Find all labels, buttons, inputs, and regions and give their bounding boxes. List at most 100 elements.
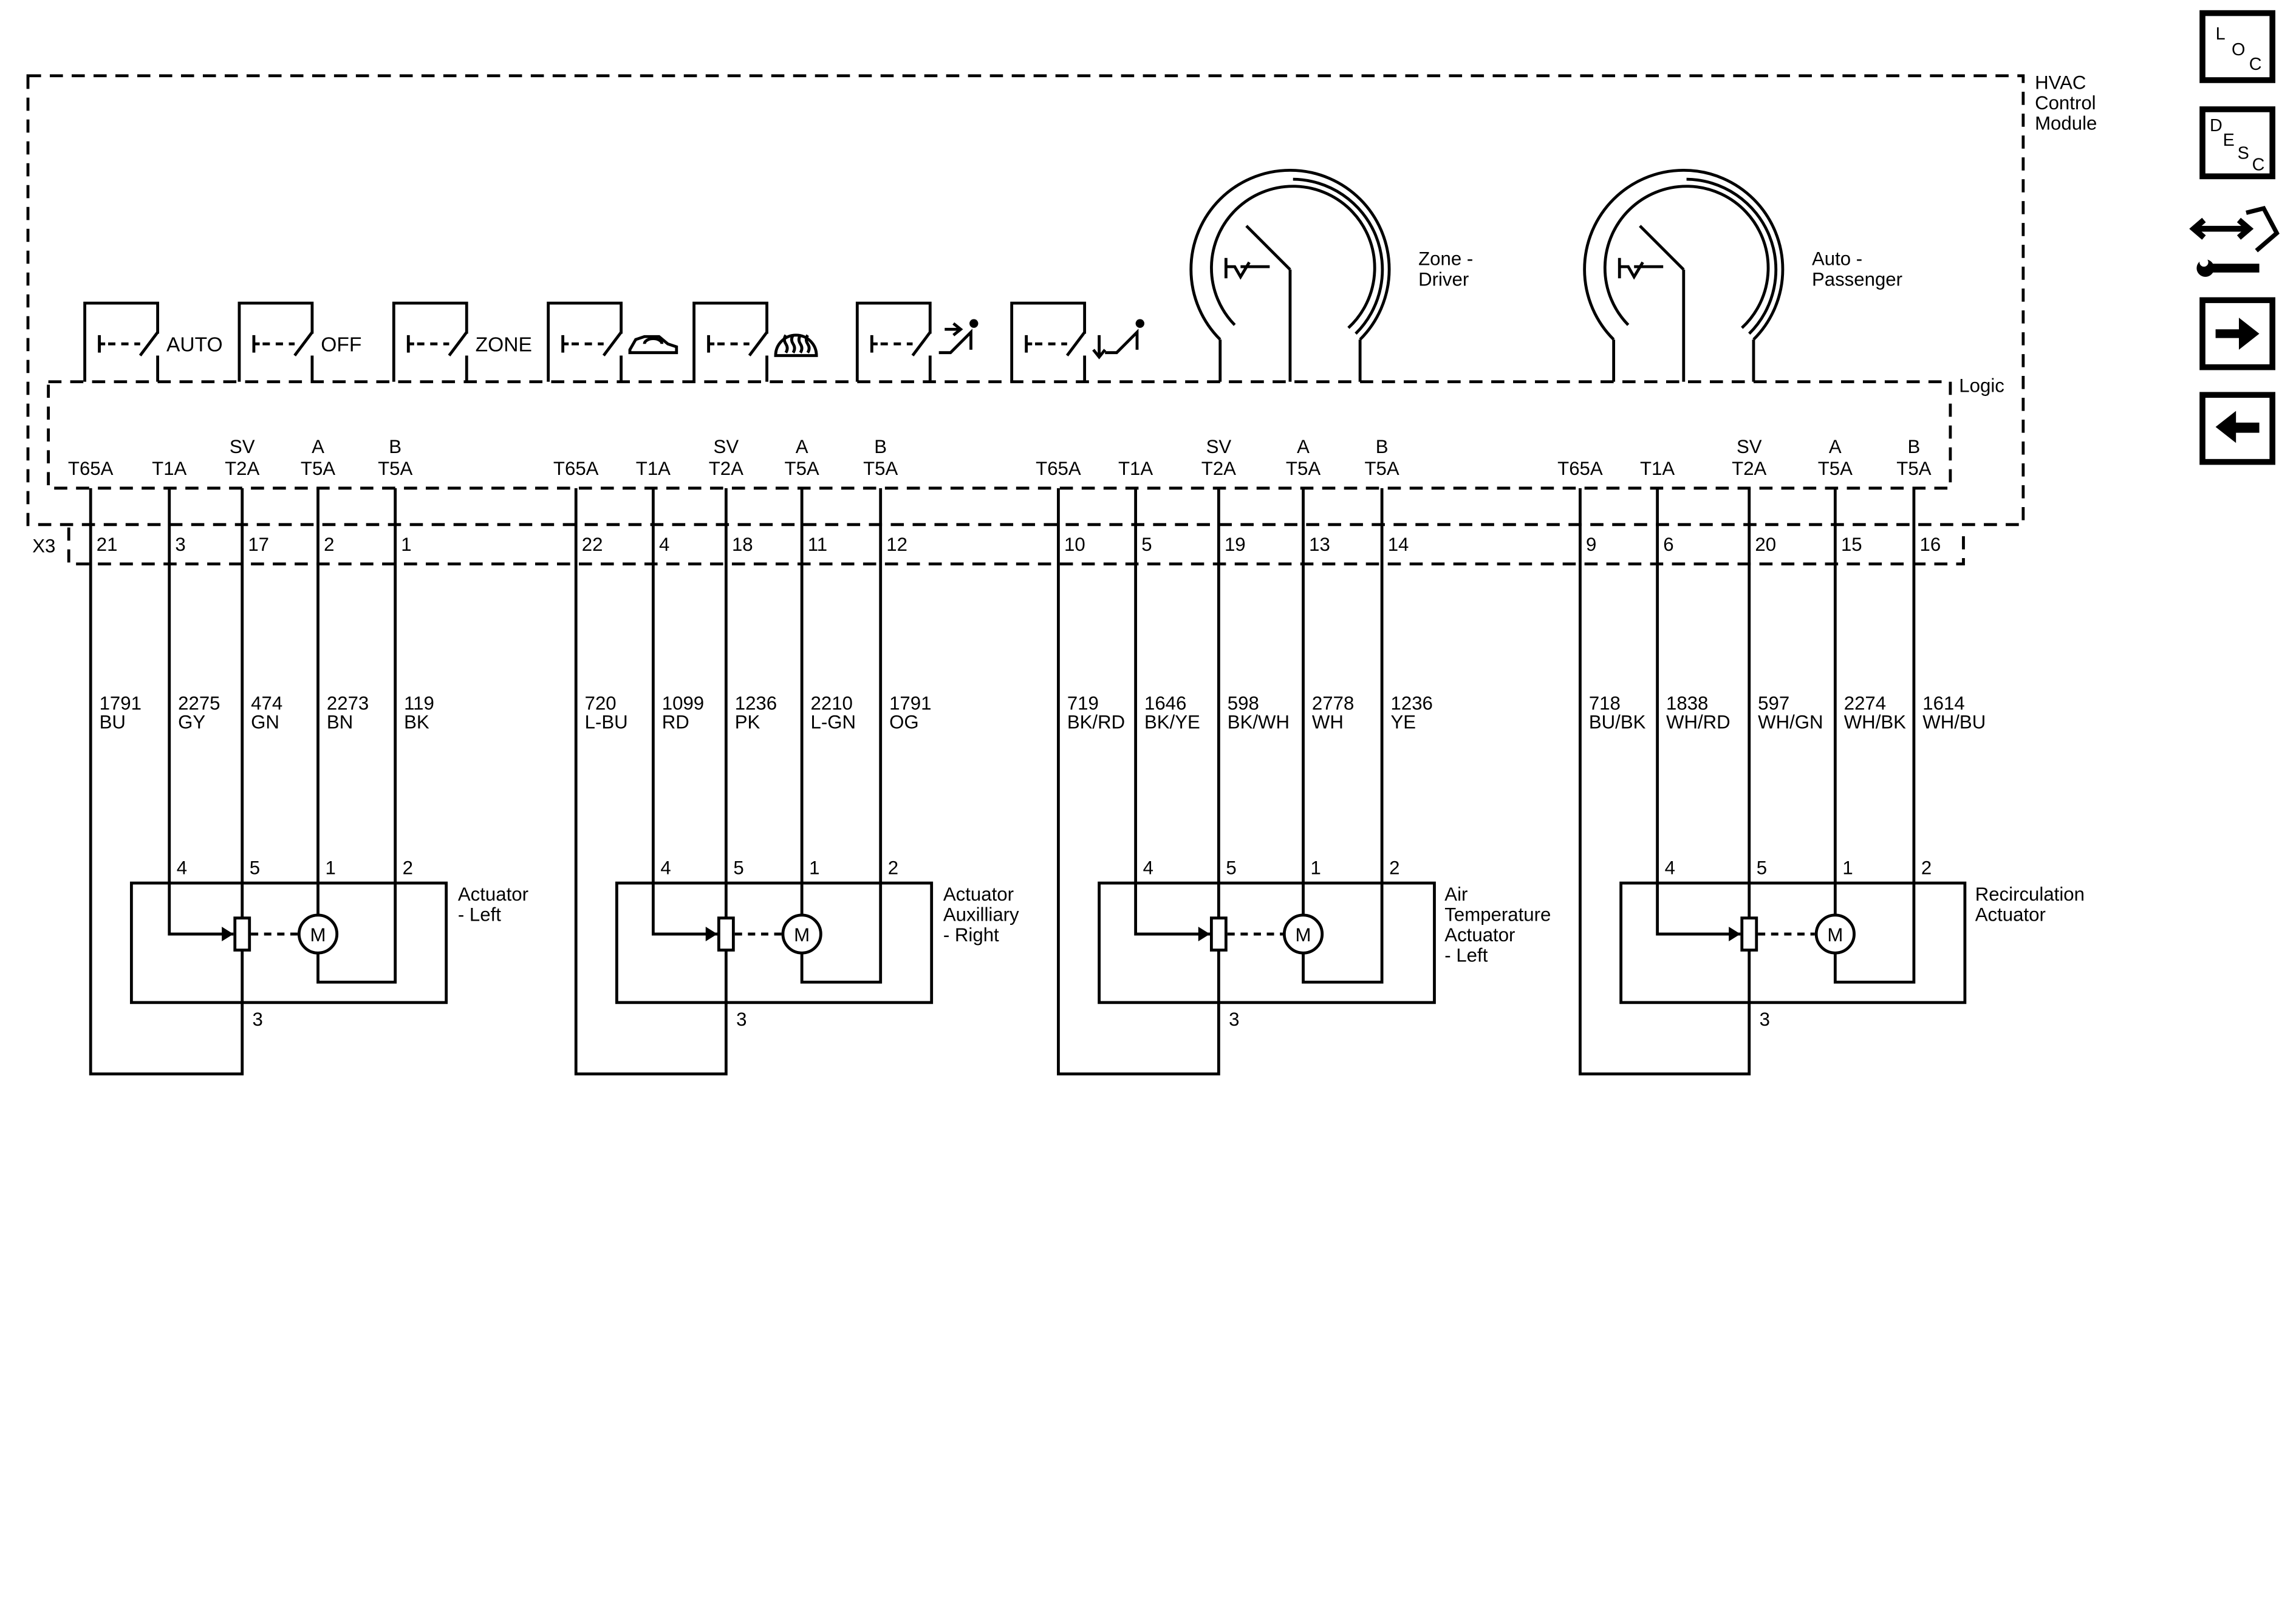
- actuator-housing: [615, 881, 934, 1004]
- wire-color-code: RD: [662, 712, 689, 733]
- connector-pin-number: 13: [1309, 534, 1330, 555]
- connector-pin-number: 12: [886, 534, 907, 555]
- wire-circuit-number: 718: [1589, 693, 1621, 714]
- actuator-housing: [129, 881, 448, 1004]
- switch-label-3: ZONE: [476, 333, 532, 356]
- connector-pin-number: 22: [582, 534, 603, 555]
- pin-signal-label: A: [1829, 436, 1842, 457]
- pin-terminal-label: T5A: [378, 458, 412, 479]
- temperature-knob-1[interactable]: Zone -Driver: [1189, 169, 1473, 382]
- module-title-line-2: Control: [2035, 92, 2096, 114]
- wiper-arrow: [222, 927, 234, 942]
- pin-signal-label: A: [796, 436, 808, 457]
- desc-letter-e: E: [2223, 131, 2235, 150]
- pin-terminal-label: T2A: [225, 458, 259, 479]
- actuator-pin-number: 2: [1921, 857, 1932, 879]
- actuator-pin-number: 1: [326, 857, 336, 879]
- actuator-bottom-pin: 3: [1760, 1009, 1770, 1030]
- circuit-group: T65A211791BUT1A32275GYSVT2A17474GNAT5A22…: [68, 436, 2085, 1076]
- pin-terminal-label: T5A: [1286, 458, 1321, 479]
- desc-button[interactable]: D E S C: [2199, 106, 2275, 180]
- loc-letter-l: L: [2216, 24, 2226, 44]
- actuator-pin-number: 5: [1226, 857, 1236, 879]
- pin-signal-label: A: [312, 436, 324, 457]
- wire-motor-b: [316, 488, 397, 984]
- logic-block-outline: [47, 380, 1952, 490]
- connector-pin-number: 9: [1586, 534, 1596, 555]
- rear-defrost-icon: [774, 333, 818, 357]
- actuator-bottom-pin: 3: [736, 1009, 747, 1030]
- connector-tool-icon[interactable]: [2189, 205, 2280, 277]
- actuator-label-line: - Left: [458, 904, 501, 925]
- wire-reference: [574, 488, 728, 1076]
- wire-motor-b: [1833, 488, 1916, 984]
- pin-terminal-label: T65A: [553, 458, 599, 479]
- pin-terminal-label: T1A: [152, 458, 186, 479]
- actuator-pin-number: 4: [1143, 857, 1153, 879]
- wire-circuit-number: 2275: [178, 693, 220, 714]
- connector-pin-number: 5: [1141, 534, 1152, 555]
- pin-terminal-label: T2A: [1201, 458, 1236, 479]
- connector-pin-number: 1: [401, 534, 411, 555]
- knob-label-line-1: Auto -: [1812, 248, 1862, 270]
- mode-switch-7[interactable]: [1010, 301, 1145, 382]
- connector-pin-number: 15: [1841, 534, 1862, 555]
- wire-color-code: PK: [735, 712, 760, 733]
- actuator-label-line: Recirculation: [1975, 884, 2085, 905]
- wire-color-code: YE: [1391, 712, 1416, 733]
- actuator-bottom-pin: 3: [253, 1009, 263, 1030]
- actuator-pin-number: 2: [403, 857, 413, 879]
- pin-signal-label: SV: [714, 436, 739, 457]
- wire-circuit-number: 2210: [811, 693, 853, 714]
- desc-letter-c: C: [2252, 155, 2265, 175]
- wire-circuit-number: 2273: [327, 693, 369, 714]
- motor-label: M: [794, 924, 810, 946]
- wire-color-code: GY: [178, 712, 205, 733]
- pin-signal-label: SV: [1737, 436, 1762, 457]
- actuator-pin-number: 5: [250, 857, 260, 879]
- wire-circuit-number: 1099: [662, 693, 704, 714]
- wiper-arrow: [1198, 927, 1210, 942]
- wire-motor-b: [800, 488, 883, 984]
- pin-terminal-label: T5A: [1365, 458, 1399, 479]
- wire-color-code: OG: [889, 712, 919, 733]
- mode-switch-6[interactable]: [855, 301, 979, 382]
- connector-pin-number: 16: [1920, 534, 1941, 555]
- temperature-knob-2[interactable]: Auto -Passenger: [1583, 169, 1902, 382]
- wire-color-code: BK/RD: [1067, 712, 1125, 733]
- connector-pin-number: 17: [248, 534, 269, 555]
- actuator-pin-number: 2: [888, 857, 898, 879]
- loc-letter-c: C: [2249, 55, 2262, 74]
- pin-terminal-label: T5A: [1896, 458, 1931, 479]
- actuator-pin-number: 4: [1665, 857, 1675, 879]
- sidebar-nav: L O C D E S C: [2189, 10, 2280, 465]
- actuator-label-line: Temperature: [1444, 904, 1551, 925]
- motor-label: M: [1827, 924, 1843, 946]
- wire-color-code: BK/WH: [1228, 712, 1290, 733]
- next-page-button[interactable]: [2199, 297, 2275, 370]
- knob-label-line-2: Passenger: [1812, 268, 1902, 290]
- connector-pin-number: 20: [1755, 534, 1776, 555]
- mode-switch-1[interactable]: AUTO: [83, 301, 223, 382]
- mode-switch-4[interactable]: [547, 301, 678, 382]
- actuator-pin-number: 1: [1311, 857, 1321, 879]
- previous-page-button[interactable]: [2199, 392, 2275, 465]
- wire-circuit-number: 1236: [735, 693, 777, 714]
- pin-terminal-label: T65A: [1557, 458, 1603, 479]
- wire-circuit-number: 2778: [1312, 693, 1354, 714]
- wire-circuit-number: 119: [404, 693, 434, 714]
- loc-button[interactable]: L O C: [2199, 10, 2275, 83]
- mode-switch-3[interactable]: ZONE: [392, 301, 532, 382]
- pin-signal-label: SV: [230, 436, 255, 457]
- desc-letter-s: S: [2238, 144, 2249, 163]
- wire-circuit-number: 474: [251, 693, 282, 714]
- actuator-pin-number: 4: [660, 857, 671, 879]
- mode-switch-2[interactable]: OFF: [237, 301, 362, 382]
- actuator-label-line: - Right: [943, 924, 999, 946]
- actuator-pin-number: 5: [733, 857, 743, 879]
- pin-terminal-label: T2A: [709, 458, 743, 479]
- mode-switch-5[interactable]: [692, 301, 818, 382]
- wire-circuit-number: 1236: [1391, 693, 1433, 714]
- wire-color-code: BN: [327, 712, 353, 733]
